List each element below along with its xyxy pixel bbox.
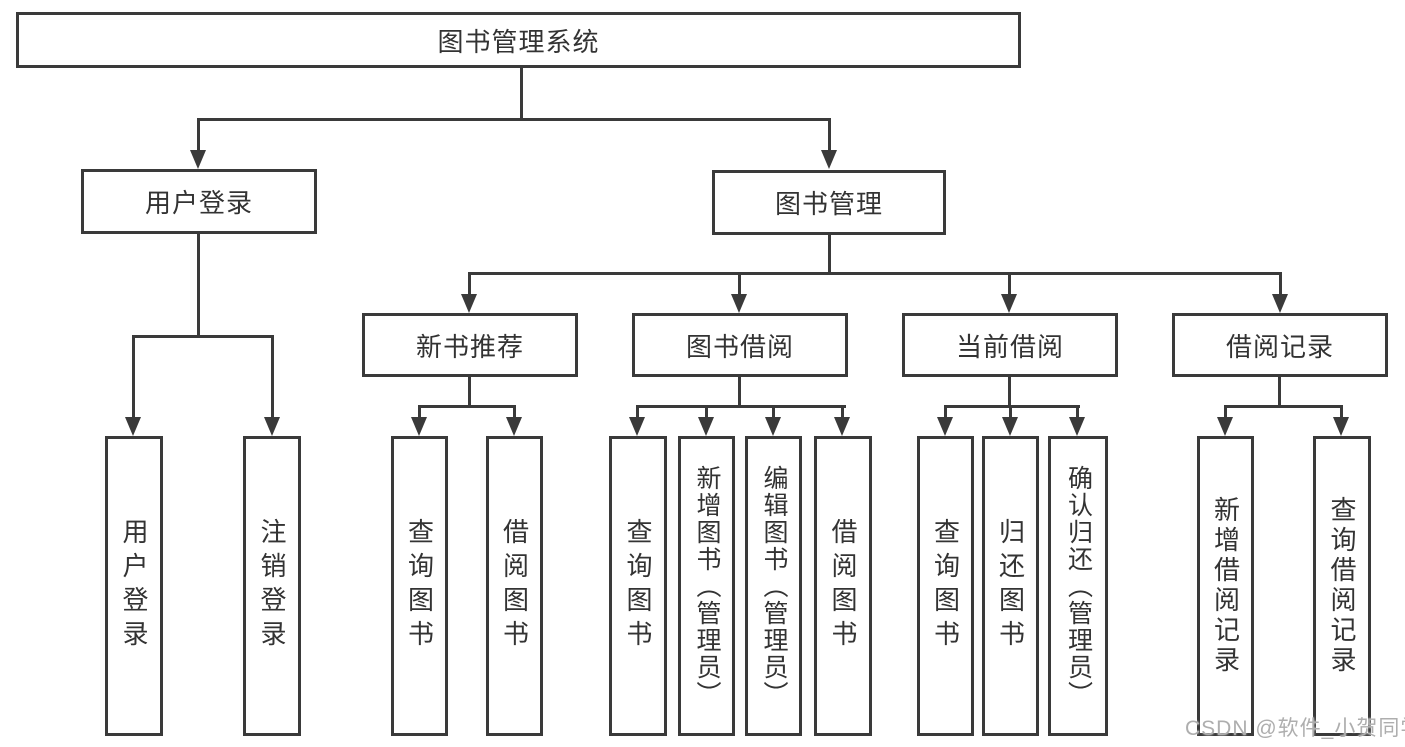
arrowhead-down [937, 417, 953, 436]
node-query-books-current: 查询图书 [917, 436, 974, 736]
node-label: 新书推荐 [415, 331, 524, 362]
arrowhead-down [411, 417, 427, 436]
connector-sectionC-stem3 [1076, 408, 1079, 417]
node-book-management: 图书管理 [712, 170, 946, 235]
connector-mgmt-drop [828, 235, 831, 275]
arrowhead-down [821, 150, 837, 169]
connector-sectionA-stem2 [513, 408, 516, 417]
connector-sectionA-drop [468, 377, 471, 408]
arrowhead-down [125, 417, 141, 436]
connector-sectionB-drop [738, 377, 741, 408]
node-query-books-recommend: 查询图书 [391, 436, 448, 736]
connector-sectionC-stem2 [1009, 408, 1012, 417]
node-user-login-group: 用户登录 [81, 169, 317, 234]
arrowhead-down [1333, 417, 1349, 436]
node-label: 图书借阅 [685, 331, 794, 362]
arrowhead-down [506, 417, 522, 436]
node-edit-books-admin: 编辑图书（管理员） [745, 436, 802, 736]
node-label: 查询借阅记录 [1327, 496, 1357, 676]
connector-sectionC-drop [1008, 377, 1011, 408]
connector-borrowrecords-stem [1279, 275, 1282, 296]
node-label: 编辑图书（管理员） [760, 464, 788, 708]
node-label: 借阅图书 [499, 518, 530, 654]
node-logout: 注销登录 [243, 436, 301, 736]
connector-bookborrow-stem [738, 275, 741, 296]
connector-sectionB-hline [636, 405, 846, 408]
csdn-watermark: CSDN @软件_小贺同学 [1185, 717, 1405, 740]
connector-sectionA-hline [418, 405, 516, 408]
node-borrowing-records: 借阅记录 [1172, 313, 1388, 377]
node-label: 图书管理系统 [437, 26, 600, 57]
node-add-books-admin: 新增图书（管理员） [678, 436, 735, 736]
arrowhead-down [698, 417, 714, 436]
arrowhead-down [1272, 294, 1288, 313]
node-library-management-system: 图书管理系统 [16, 12, 1021, 68]
node-label: 新增图书（管理员） [693, 464, 721, 708]
connector-sectionC-stem1 [944, 408, 947, 417]
connector-mgmt-hline [468, 272, 1282, 275]
arrowhead-down [1217, 417, 1233, 436]
connector-sectionB-stem3 [772, 408, 775, 417]
node-label: 当前借阅 [955, 331, 1064, 362]
arrowhead-down [461, 294, 477, 313]
node-current-borrowing: 当前借阅 [902, 313, 1118, 377]
arrowhead-down [264, 417, 280, 436]
connector-sectionB-stem1 [636, 408, 639, 417]
node-add-borrow-record: 新增借阅记录 [1197, 436, 1254, 736]
arrowhead-down [629, 417, 645, 436]
connector-newbook-stem [468, 275, 471, 296]
connector-login-hline [132, 335, 274, 338]
connector-login-drop [197, 234, 200, 338]
node-label: 用户登录 [144, 188, 253, 218]
node-borrow-books-borrowing: 借阅图书 [814, 436, 872, 736]
node-query-books-borrowing: 查询图书 [609, 436, 667, 736]
connector-sectionB-stem4 [841, 408, 844, 417]
node-label: 查询图书 [404, 518, 435, 654]
connector-user-login-stem [197, 121, 200, 151]
node-return-books: 归还图书 [982, 436, 1039, 736]
connector-sectionB-stem2 [705, 408, 708, 417]
arrowhead-down [765, 417, 781, 436]
connector-sectionD-stem2 [1340, 408, 1343, 417]
connector-sectionD-drop [1278, 377, 1281, 408]
node-label: 归还图书 [995, 518, 1026, 654]
connector-book-mgmt-stem [828, 121, 831, 151]
connector-sectionD-stem1 [1224, 408, 1227, 417]
node-label: 查询图书 [623, 518, 653, 654]
node-book-borrowing: 图书借阅 [632, 313, 848, 377]
connector-login-child1-stem [132, 338, 135, 417]
arrowhead-down [834, 417, 850, 436]
arrowhead-down [190, 150, 206, 169]
node-new-book-recommendation: 新书推荐 [362, 313, 578, 377]
node-user-login: 用户登录 [105, 436, 163, 736]
connector-sectionA-stem1 [418, 408, 421, 417]
arrowhead-down [731, 294, 747, 313]
connector-root-drop [520, 68, 523, 121]
node-label: 新增借阅记录 [1210, 496, 1241, 676]
arrowhead-down [1002, 417, 1018, 436]
connector-login-child2-stem [271, 338, 274, 417]
connector-sectionC-hline [944, 405, 1080, 408]
connector-level1-hline [197, 118, 831, 121]
node-label: 用户登录 [119, 518, 149, 654]
node-label: 注销登录 [257, 518, 287, 654]
node-label: 借阅记录 [1225, 331, 1334, 362]
connector-currentborrow-stem [1008, 275, 1011, 296]
node-label: 借阅图书 [828, 518, 858, 654]
node-label: 查询图书 [930, 518, 961, 654]
node-confirm-return-admin: 确认归还（管理员） [1048, 436, 1108, 736]
arrowhead-down [1069, 417, 1085, 436]
node-borrow-books-recommend: 借阅图书 [486, 436, 543, 736]
connector-sectionD-hline [1224, 405, 1343, 408]
node-label: 确认归还（管理员） [1064, 464, 1093, 708]
node-query-borrow-record: 查询借阅记录 [1313, 436, 1371, 736]
node-label: 图书管理 [774, 189, 883, 219]
arrowhead-down [1001, 294, 1017, 313]
